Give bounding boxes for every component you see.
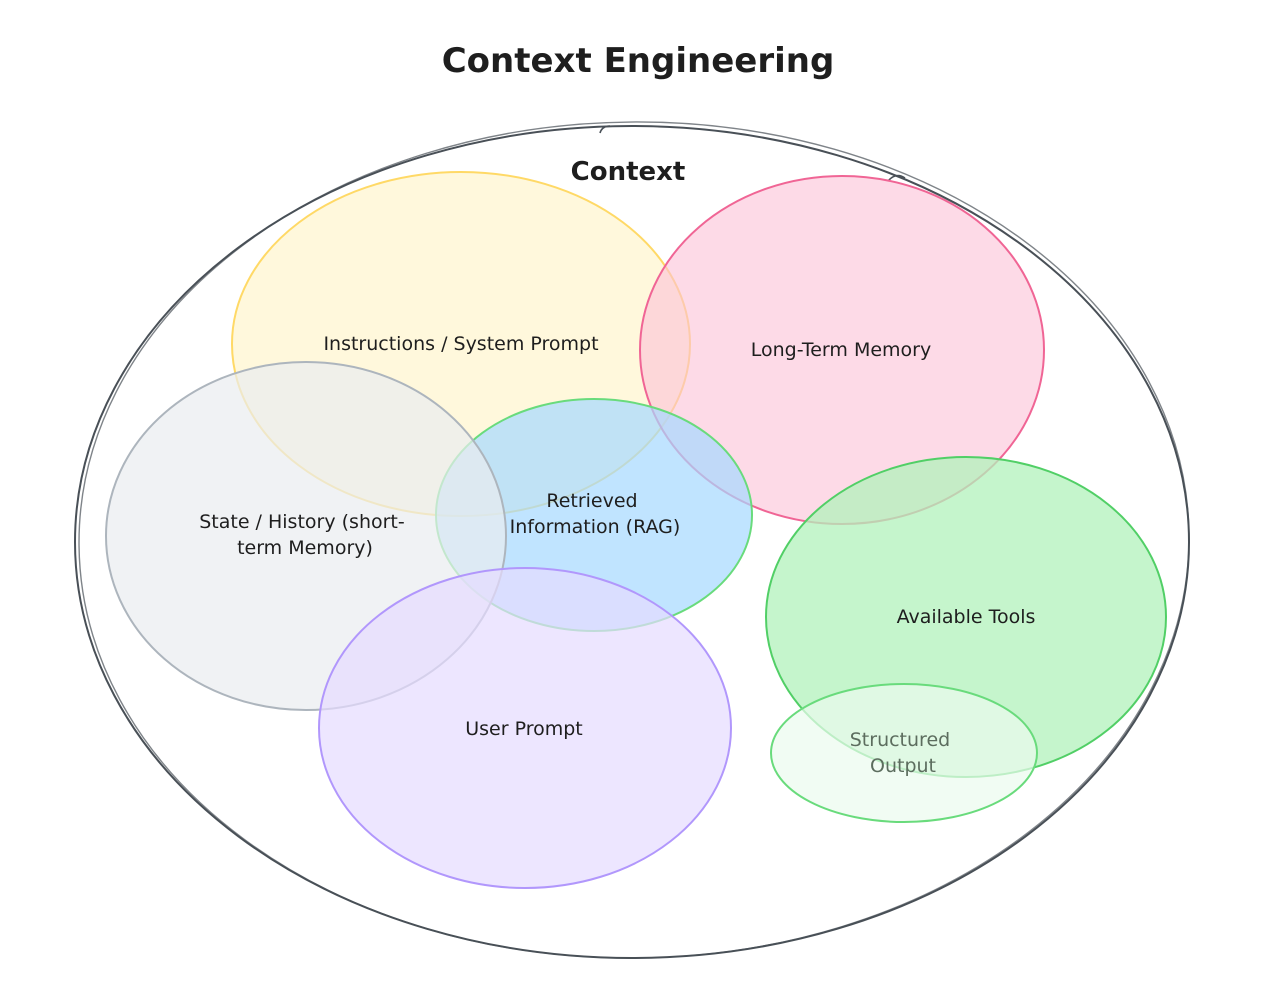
user-prompt-ellipse — [318, 567, 732, 889]
context-boundary-tick — [887, 174, 906, 182]
available-tools-label: Available Tools — [897, 606, 1036, 628]
state-history-label: State / History (short- term Memory) — [199, 511, 411, 559]
structured-output-ellipse — [770, 683, 1038, 823]
long-term-memory-label: Long-Term Memory — [751, 339, 931, 361]
context-boundary-tick — [599, 125, 611, 134]
context-boundary-sketch — [78, 121, 1190, 959]
diagram-title: Context Engineering — [442, 41, 835, 81]
context-label: Context — [571, 157, 686, 187]
structured-output-label: Structured Output — [850, 729, 957, 777]
instructions-label: Instructions / System Prompt — [323, 333, 598, 355]
context-container — [74, 121, 1190, 959]
region-user-prompt — [318, 567, 732, 889]
user-prompt-label: User Prompt — [465, 718, 583, 740]
region-structured-output — [770, 683, 1038, 823]
retrieved-info-label: Retrieved Information (RAG) — [510, 490, 681, 538]
